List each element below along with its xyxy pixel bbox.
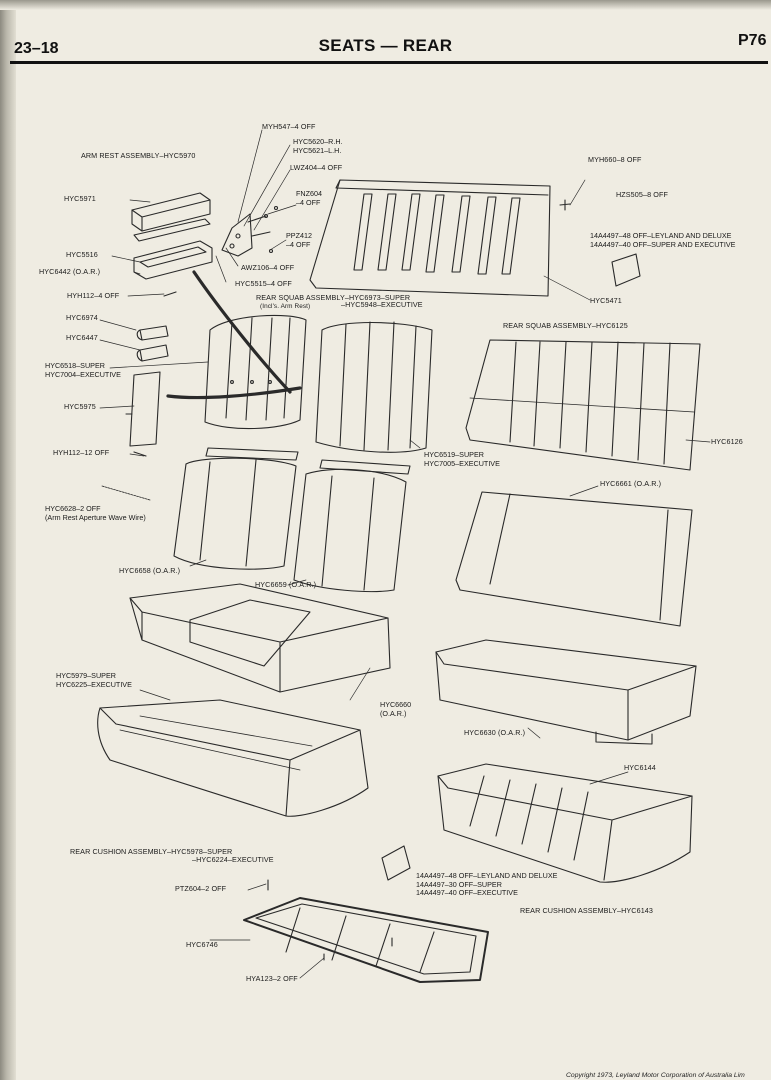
label-rear-squab-948: –HYC5948–EXECUTIVE [341, 300, 423, 309]
right-cushion-drawing [437, 763, 693, 883]
label-hyc5620: HYC5620–R.H. HYC5621–L.H. [293, 137, 343, 155]
label-hyc5979: HYC5979–SUPER HYC6225–EXECUTIVE [56, 671, 132, 689]
label-hyc5516: HYC5516 [66, 250, 98, 259]
label-hyh112-4: HYH112–4 OFF [67, 291, 120, 300]
left-cushion-drawing [97, 699, 369, 817]
label-hyc6661: HYC6661 (O.A.R.) [600, 479, 662, 488]
page-number: 23–18 [14, 40, 59, 57]
label-lwz404: LWZ404–4 OFF [290, 163, 343, 172]
label-14a4497-bottom: 14A4497–48 OFF–LEYLAND AND DELUXE 14A449… [416, 871, 558, 898]
label-hyc6660: HYC6660 (O.A.R.) [380, 700, 412, 718]
label-rear-squab-6125: REAR SQUAB ASSEMBLY–HYC6125 [503, 321, 628, 330]
rear-squab-panel-drawing [309, 179, 551, 297]
label-rear-cushion-5978: REAR CUSHION ASSEMBLY–HYC5978–SUPER [70, 847, 233, 856]
page-title: SEATS — REAR [318, 36, 453, 55]
screws-top-right [559, 179, 641, 287]
arm-rest-tray-drawing [133, 240, 213, 280]
bottom-clip-drawing [381, 845, 411, 881]
leader-lines [99, 129, 711, 979]
label-awz106: AWZ106–4 OFF [241, 263, 295, 272]
label-hyc5471: HYC5471 [590, 296, 622, 305]
label-hyc6518: HYC6518–SUPER HYC7004–EXECUTIVE [45, 361, 121, 379]
label-fnz604: FNZ604 –4 OFF [296, 189, 322, 207]
wave-wire-curve [192, 270, 292, 394]
header-rule [10, 61, 768, 64]
label-ptz604: PTZ604–2 OFF [175, 884, 227, 893]
label-rear-cushion-6143: REAR CUSHION ASSEMBLY–HYC6143 [520, 906, 653, 915]
label-hyc6746: HYC6746 [186, 940, 218, 949]
label-incl-arm-rest: (Incl's. Arm Rest) [260, 303, 311, 310]
label-rear-cushion-6224: –HYC6224–EXECUTIVE [192, 855, 274, 864]
label-rear-squab-973: REAR SQUAB ASSEMBLY–HYC6973–SUPER [256, 293, 411, 302]
label-hyc6974: HYC6974 [66, 313, 98, 322]
arm-rest-board-drawing [133, 218, 211, 242]
label-hyc6144: HYC6144 [624, 763, 656, 772]
label-arm-rest-assembly: ARM REST ASSEMBLY–HYC5970 [81, 151, 196, 160]
label-ppz412: PPZ412 –4 OFF [286, 231, 312, 249]
label-hya123: HYA123–2 OFF [246, 974, 298, 983]
label-hyc5515: HYC5515–4 OFF [235, 279, 292, 288]
label-hyc6442: HYC6442 (O.A.R.) [39, 267, 101, 276]
page-reference: P76 [738, 32, 767, 49]
wave-wire-straight [166, 386, 302, 400]
label-myh660: MYH660–8 OFF [588, 155, 642, 164]
label-hyh112-12: HYH112–12 OFF [53, 448, 110, 457]
clip-parts-drawing [101, 291, 177, 501]
page-top-shadow [0, 0, 771, 10]
label-hyc6658: HYC6658 (O.A.R.) [119, 566, 181, 575]
middle-squab-drawing [315, 321, 433, 453]
right-seat-base-drawing [435, 639, 697, 745]
left-squab-frame-drawing [173, 447, 299, 570]
label-14a4497-top: 14A4497–48 OFF–LEYLAND AND DELUXE 14A449… [590, 231, 736, 249]
arm-rest-pad-drawing [131, 192, 211, 232]
label-hyc5971: HYC5971 [64, 194, 96, 203]
left-seat-base-drawing [129, 583, 391, 693]
right-squab-drawing [465, 339, 701, 471]
label-hzs505: HZS505–8 OFF [616, 190, 668, 199]
copyright-notice: Copyright 1973, Leyland Motor Corporatio… [566, 1072, 745, 1079]
cushion-frame-drawing [243, 879, 489, 983]
label-hyc6659: HYC6659 (O.A.R.) [255, 580, 317, 589]
label-hyc5975: HYC5975 [64, 402, 96, 411]
right-squab-frame-drawing [455, 491, 693, 627]
label-hyc6447: HYC6447 [66, 333, 98, 342]
label-myh547: MYH547–4 OFF [262, 122, 316, 131]
label-hyc6628: HYC6628–2 OFF (Arm Rest Aperture Wave Wi… [45, 504, 146, 522]
left-squab-drawing [204, 314, 307, 430]
label-hyc6519: HYC6519–SUPER HYC7005–EXECUTIVE [424, 450, 500, 468]
label-hyc6630: HYC6630 (O.A.R.) [464, 728, 526, 737]
middle-squab-frame-drawing [293, 459, 411, 593]
page-binding-shadow [0, 0, 16, 1080]
label-hyc6126: HYC6126 [711, 437, 743, 446]
